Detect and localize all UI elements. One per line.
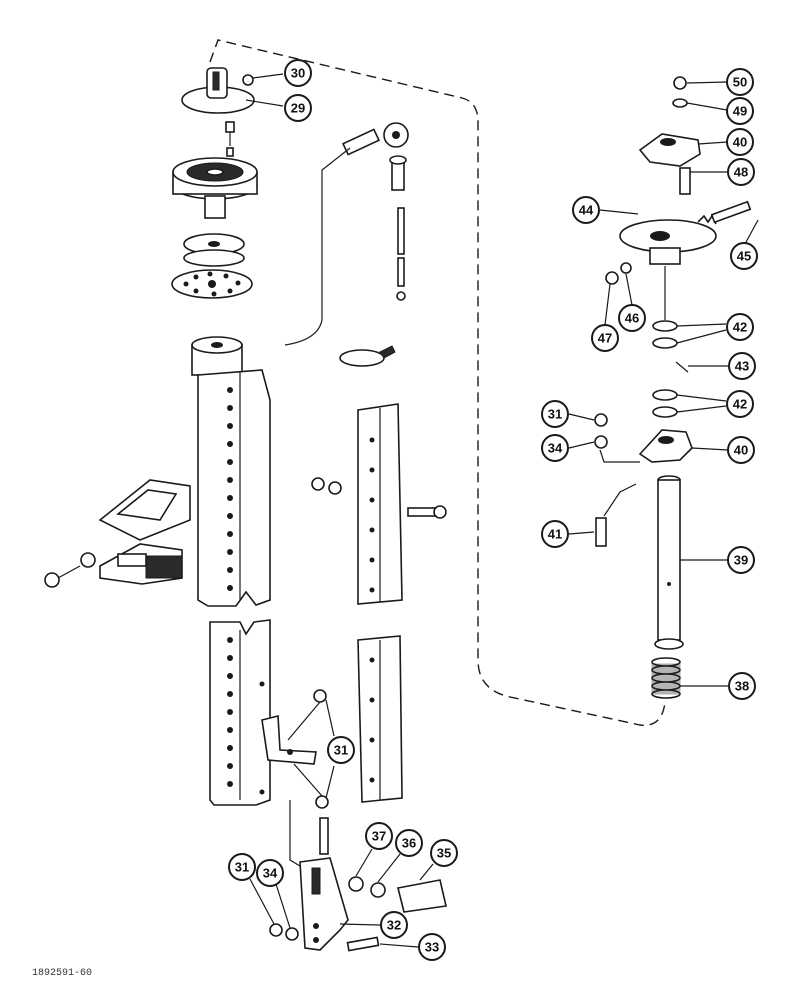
callout-36: 36 [395, 829, 423, 857]
lower-bracket [289, 800, 349, 951]
coil-spring [651, 657, 681, 699]
main-upright-column [191, 336, 271, 607]
callout-45: 45 [730, 242, 758, 270]
callout-38-label: 38 [735, 679, 749, 694]
pedal-bolt [44, 552, 96, 588]
callout-48-label: 48 [734, 165, 748, 180]
callout-41: 41 [541, 520, 569, 548]
reference-code: 1892591-60 [32, 968, 92, 979]
callout-33: 33 [418, 933, 446, 961]
callout-42-lower: 42 [726, 390, 754, 418]
top-nut-stack [672, 76, 688, 108]
callout-47: 47 [591, 324, 619, 352]
callout-39: 39 [727, 546, 755, 574]
callout-31-right-label: 31 [548, 407, 562, 422]
callout-36-label: 36 [402, 836, 416, 851]
lower-side-rail [357, 635, 403, 803]
callout-38: 38 [728, 672, 756, 700]
callout-37: 37 [365, 822, 393, 850]
steering-shaft [654, 475, 684, 650]
callout-35-label: 35 [437, 846, 451, 861]
callout-46-label: 46 [625, 311, 639, 326]
lower-upright-column [209, 619, 271, 806]
mounting-bracket [261, 689, 329, 809]
callout-41-label: 41 [548, 527, 562, 542]
sector-gear [619, 200, 752, 265]
fitting-elbow [284, 122, 409, 346]
callout-42-upper-label: 42 [733, 320, 747, 335]
gear-hub [172, 157, 258, 219]
small-nut-pair [605, 262, 632, 285]
callout-31-bracket-label: 31 [334, 743, 348, 758]
callout-31-bracket: 31 [327, 736, 355, 764]
side-rail [357, 403, 403, 605]
bracket-hardware [269, 876, 447, 952]
upper-flange-bearing [638, 133, 701, 195]
rail-nuts-and-bolt [311, 477, 447, 519]
callout-44: 44 [572, 196, 600, 224]
callout-34-bottom-label: 34 [263, 866, 278, 881]
callout-29: 29 [284, 94, 312, 122]
callout-42-lower-label: 42 [733, 397, 747, 412]
callout-42-upper: 42 [726, 313, 754, 341]
callout-47-label: 47 [598, 331, 612, 346]
callout-37-label: 37 [372, 829, 386, 844]
callout-34-right: 34 [541, 434, 569, 462]
callout-46: 46 [618, 304, 646, 332]
callout-43-label: 43 [735, 359, 749, 374]
callout-leaders [249, 81, 759, 948]
callout-40-lower-label: 40 [734, 443, 748, 458]
callout-33-label: 33 [425, 940, 439, 955]
lower-flange-bearing [594, 413, 693, 463]
callout-49: 49 [726, 97, 754, 125]
hose-clamp [339, 345, 396, 367]
callout-49-label: 49 [733, 104, 747, 119]
callout-40-lower: 40 [727, 436, 755, 464]
callout-30: 30 [284, 59, 312, 87]
callout-29-label: 29 [291, 101, 305, 116]
callout-31-right: 31 [541, 400, 569, 428]
indexing-disc [171, 269, 253, 299]
callout-31-bottom: 31 [228, 853, 256, 881]
pedal-pad [98, 479, 191, 585]
callout-48: 48 [727, 158, 755, 186]
callout-45-label: 45 [737, 249, 751, 264]
small-bolt [225, 121, 235, 157]
callout-32-label: 32 [387, 918, 401, 933]
callout-40-upper-label: 40 [733, 135, 747, 150]
callout-43: 43 [728, 352, 756, 380]
callout-40-upper: 40 [726, 128, 754, 156]
callout-50-label: 50 [733, 75, 747, 90]
callout-50: 50 [726, 68, 754, 96]
callout-35: 35 [430, 839, 458, 867]
dashed-linkage-line [209, 39, 666, 726]
callout-31-bottom-label: 31 [235, 860, 249, 875]
callout-32: 32 [380, 911, 408, 939]
callout-30-label: 30 [291, 66, 305, 81]
top-plate-assembly [181, 67, 284, 114]
callout-34-bottom: 34 [256, 859, 284, 887]
callout-34-right-label: 34 [548, 441, 563, 456]
shaft-bolt [595, 483, 637, 547]
spacer-block [183, 233, 245, 267]
callout-44-label: 44 [579, 203, 594, 218]
callout-39-label: 39 [734, 553, 748, 568]
